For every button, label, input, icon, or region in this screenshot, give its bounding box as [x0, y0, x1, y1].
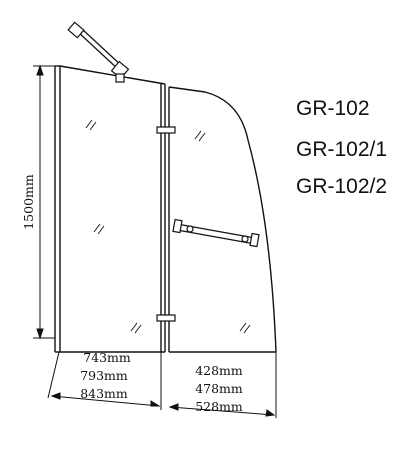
- width-dimensions: [47, 351, 277, 418]
- model-gr-102: GR-102: [296, 97, 370, 120]
- height-label: 1500mm: [21, 174, 36, 230]
- right-width-1: 428mm: [195, 363, 243, 378]
- right-width-labels: 428mm 478mm 528mm: [195, 363, 243, 414]
- towel-rail: [172, 218, 260, 248]
- model-gr-102-2: GR-102/2: [296, 175, 387, 198]
- right-width-2: 478mm: [195, 381, 243, 396]
- model-gr-102-1: GR-102/1: [296, 138, 387, 161]
- left-width-labels: 743mm 793mm 843mm: [80, 350, 131, 401]
- right-glass-panel: [160, 84, 277, 353]
- left-width-3: 843mm: [80, 386, 128, 401]
- left-width-2: 793mm: [80, 368, 128, 383]
- wall-profile: [54, 65, 61, 353]
- hinges: [156, 126, 176, 322]
- support-bar: [67, 21, 130, 83]
- height-dimension: [33, 64, 55, 340]
- glass-reflection-marks: [85, 119, 251, 334]
- model-list: GR-102 GR-102/1 GR-102/2: [296, 97, 387, 198]
- left-width-1: 743mm: [83, 350, 131, 365]
- right-width-3: 528mm: [195, 399, 243, 414]
- left-glass-panel: [59, 65, 166, 353]
